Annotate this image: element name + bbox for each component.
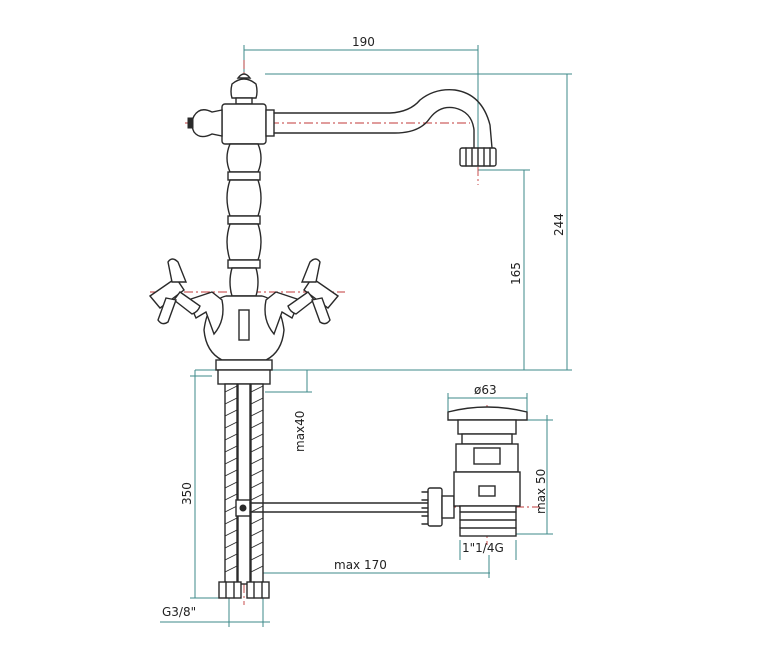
spout-height-label: 165	[509, 262, 523, 285]
dimension-lines	[160, 45, 572, 627]
rod-max-length-label: max 170	[334, 558, 387, 572]
faucet-body	[148, 73, 497, 371]
drain-diameter-label: ø63	[474, 383, 497, 397]
flex-hoses	[217, 369, 271, 599]
flex-hose-length-label: 350	[180, 482, 194, 505]
lift-rod	[249, 487, 455, 527]
spout-reach-label: 190	[352, 35, 375, 49]
popup-drain	[447, 406, 528, 537]
drain-thread-label: 1"1/4G	[462, 541, 504, 555]
max-deck-thickness-label: max40	[293, 411, 307, 452]
drain-max-height-label: max 50	[534, 469, 548, 514]
dimension-labels: 190 244 165 max40 350 ø63 max 50 max 170…	[162, 35, 566, 619]
hose-thread-label: G3/8"	[162, 605, 196, 619]
total-height-label: 244	[552, 213, 566, 236]
